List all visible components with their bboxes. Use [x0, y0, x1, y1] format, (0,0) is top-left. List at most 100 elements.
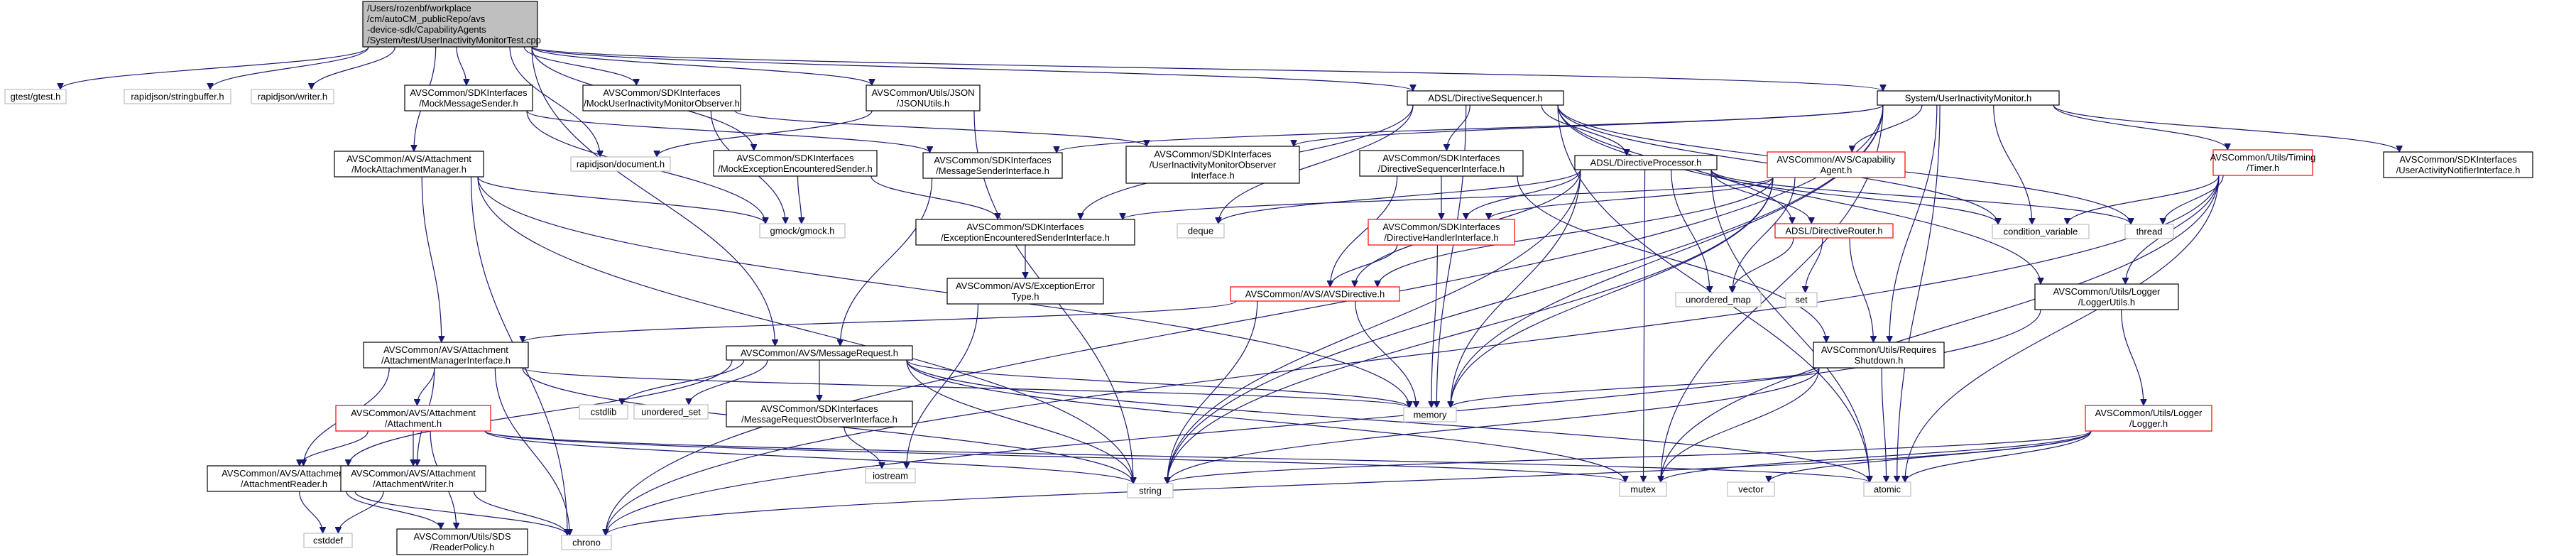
- node-logger[interactable]: AVSCommon/Utils/Logger/Logger.h: [2085, 405, 2212, 432]
- node-json-utils[interactable]: AVSCommon/Utils/JSON/JSONUtils.h: [866, 85, 981, 111]
- edge-dir_handler_if-to-avs_directive: [1330, 244, 1398, 288]
- edge-root-to-json_utils: [531, 46, 872, 86]
- node-logger-utils[interactable]: AVSCommon/Utils/Logger/LoggerUtils.h: [2034, 283, 2179, 310]
- edge-root-to-rj_sb: [210, 46, 369, 90]
- node-mock-att-mgr[interactable]: AVSCommon/AVS/Attachment/MockAttachmentM…: [334, 151, 484, 178]
- edge-uim-to-ua_notifier_if: [2053, 104, 2399, 153]
- node-label-requires-shutdown-0: AVSCommon/Utils/Requires: [1821, 344, 1937, 355]
- node-mock-msg-sender[interactable]: AVSCommon/SDKInterfaces/MockMessageSende…: [404, 85, 533, 111]
- node-label-msg-sender-if-1: /MessageSenderInterface.h: [936, 165, 1049, 176]
- node-att-reader[interactable]: AVSCommon/AVS/Attachment/AttachmentReade…: [207, 465, 361, 492]
- node-label-exc-err-type-1: Type.h: [1011, 291, 1039, 302]
- node-box-att-mgr-if: [363, 342, 529, 369]
- node-box-rj-doc: [570, 156, 671, 172]
- node-ua-notifier-if[interactable]: AVSCommon/SDKInterfaces/UserActivityNoti…: [2383, 151, 2533, 178]
- edge-msg_request-to-memory: [906, 359, 1409, 408]
- node-label-unordered-map-0: unordered_map: [1686, 295, 1751, 305]
- edge-attachment-to-mutex: [484, 430, 1625, 483]
- edge-root-to-dir_seq: [531, 46, 1413, 92]
- edge-dir_seq-to-deque: [1218, 104, 1414, 224]
- node-msg-req-obs-if[interactable]: AVSCommon/SDKInterfaces/MessageRequestOb…: [726, 400, 913, 427]
- node-attachment[interactable]: AVSCommon/AVS/Attachment/Attachment.h: [335, 405, 491, 432]
- node-label-capability-agent-0: AVSCommon/AVS/Capability: [1777, 154, 1896, 165]
- node-exc-sender-if[interactable]: AVSCommon/SDKInterfaces/ExceptionEncount…: [915, 219, 1135, 246]
- node-box-unordered-set: [633, 404, 709, 420]
- node-box-iostream: [865, 468, 916, 484]
- edge-timer-to-cond_var: [2068, 175, 2220, 225]
- node-root[interactable]: /Users/rozenbf/workplace/cm/autoCM_publi…: [362, 1, 541, 48]
- node-box-logger: [2085, 405, 2212, 432]
- node-label-root-1: /cm/autoCM_publicRepo/avs: [367, 13, 486, 24]
- node-label-reader-policy-1: /ReaderPolicy.h: [430, 542, 495, 552]
- node-box-reader-policy: [396, 528, 528, 555]
- node-box-cstddef: [303, 533, 353, 548]
- edge-logger-to-string: [1167, 430, 2092, 484]
- node-chrono: chrono: [561, 535, 612, 550]
- node-label-uim-obs-if-0: AVSCommon/SDKInterfaces: [1154, 149, 1272, 160]
- node-label-mock-uim-obs-1: /MockUserInactivityMonitorObserver.h: [584, 98, 740, 109]
- node-box-dir-seq: [1407, 90, 1564, 106]
- node-avs-directive[interactable]: AVSCommon/AVS/AVSDirective.h: [1230, 286, 1400, 302]
- node-iostream: iostream: [865, 468, 916, 484]
- node-dir-router[interactable]: ADSL/DirectiveRouter.h: [1774, 223, 1894, 239]
- edge-msg_request-to-atomic: [906, 359, 1870, 482]
- edge-capability_agent-to-memory: [1451, 177, 1774, 408]
- node-label-set-0: set: [1795, 295, 1808, 305]
- edge-dir_seq-to-dir_proc: [1541, 104, 1627, 156]
- node-rj-sb: rapidjson/stringbuffer.h: [124, 89, 231, 104]
- node-att-writer[interactable]: AVSCommon/AVS/Attachment/AttachmentWrite…: [340, 465, 486, 492]
- node-label-dir-seq-if-0: AVSCommon/SDKInterfaces: [1382, 153, 1500, 163]
- node-label-logger-1: /Logger.h: [2129, 418, 2168, 429]
- node-dir-handler-if[interactable]: AVSCommon/SDKInterfaces/DirectiveHandler…: [1368, 219, 1515, 246]
- node-att-mgr-if[interactable]: AVSCommon/AVS/Attachment/AttachmentManag…: [363, 342, 529, 369]
- edge-timer-to-chrono: [606, 175, 2220, 535]
- node-label-mock-exc-sender-1: /MockExceptionEncounteredSender.h: [718, 163, 873, 174]
- edge-capability_agent-to-unordered_map: [1732, 177, 1796, 293]
- edge-dir_seq-to-logger_utils: [1557, 104, 2041, 284]
- node-label-avs-directive-0: AVSCommon/AVS/AVSDirective.h: [1245, 289, 1385, 300]
- node-box-thread: [2124, 224, 2174, 239]
- node-msg-sender-if[interactable]: AVSCommon/SDKInterfaces/MessageSenderInt…: [922, 152, 1063, 179]
- node-timer[interactable]: AVSCommon/Utils/Timing/Timer.h: [2210, 149, 2316, 176]
- node-label-dir-handler-if-1: /DirectiveHandlerInterface.h: [1384, 232, 1498, 243]
- node-uim[interactable]: System/UserInactivityMonitor.h: [1877, 90, 2060, 106]
- edge-dir_proc-to-dir_router: [1710, 169, 1811, 224]
- node-label-dir-seq-0: ADSL/DirectiveSequencer.h: [1428, 93, 1542, 104]
- node-label-rj-w-0: rapidjson/writer.h: [258, 92, 327, 102]
- node-label-mock-msg-sender-0: AVSCommon/SDKInterfaces: [410, 87, 528, 98]
- node-capability-agent[interactable]: AVSCommon/AVS/CapabilityAgent.h: [1767, 151, 1906, 178]
- edge-msg_req_obs_if-to-iostream: [844, 426, 882, 469]
- node-dir-proc[interactable]: ADSL/DirectiveProcessor.h: [1574, 155, 1718, 170]
- node-dir-seq[interactable]: ADSL/DirectiveSequencer.h: [1407, 90, 1564, 106]
- node-mock-exc-sender[interactable]: AVSCommon/SDKInterfaces/MockExceptionEnc…: [713, 150, 878, 177]
- node-label-attachment-0: AVSCommon/AVS/Attachment: [351, 408, 476, 418]
- node-dir-seq-if[interactable]: AVSCommon/SDKInterfaces/DirectiveSequenc…: [1359, 150, 1524, 177]
- node-box-atomic: [1863, 481, 1911, 497]
- node-box-exc-err-type: [946, 278, 1104, 305]
- node-box-att-writer: [340, 465, 486, 492]
- node-label-timer-0: AVSCommon/Utils/Timing: [2210, 152, 2316, 163]
- node-box-vector: [1727, 481, 1775, 497]
- node-label-exc-sender-if-1: /ExceptionEncounteredSenderInterface.h: [941, 232, 1110, 243]
- edge-attachment-to-att_reader: [300, 430, 369, 467]
- node-box-ua-notifier-if: [2383, 151, 2533, 178]
- node-box-gmock: [759, 223, 846, 239]
- edge-requires_shutdown-to-mutex: [1661, 367, 1820, 482]
- node-uim-obs-if[interactable]: AVSCommon/SDKInterfaces/UserInactivityMo…: [1125, 146, 1300, 184]
- node-msg-request[interactable]: AVSCommon/AVS/MessageRequest.h: [726, 345, 913, 361]
- edge-logger-to-atomic: [1905, 430, 2092, 483]
- node-label-uim-obs-if-2: Interface.h: [1191, 170, 1234, 181]
- node-box-rj-w: [251, 89, 334, 104]
- node-reader-policy[interactable]: AVSCommon/Utils/SDS/ReaderPolicy.h: [396, 528, 528, 555]
- node-box-capability-agent: [1767, 151, 1906, 178]
- node-label-att-writer-0: AVSCommon/AVS/Attachment: [351, 468, 476, 479]
- node-label-rj-doc-0: rapidjson/document.h: [577, 159, 665, 170]
- node-label-memory-0: memory: [1414, 410, 1447, 420]
- edge-timer-to-atomic: [1905, 175, 2220, 482]
- node-mock-uim-obs[interactable]: AVSCommon/SDKInterfaces/MockUserInactivi…: [582, 85, 741, 111]
- node-label-gtest-0: gtest/gtest.h: [11, 92, 61, 102]
- edge-dir_router-to-set: [1806, 237, 1823, 293]
- node-label-chrono-0: chrono: [572, 538, 601, 548]
